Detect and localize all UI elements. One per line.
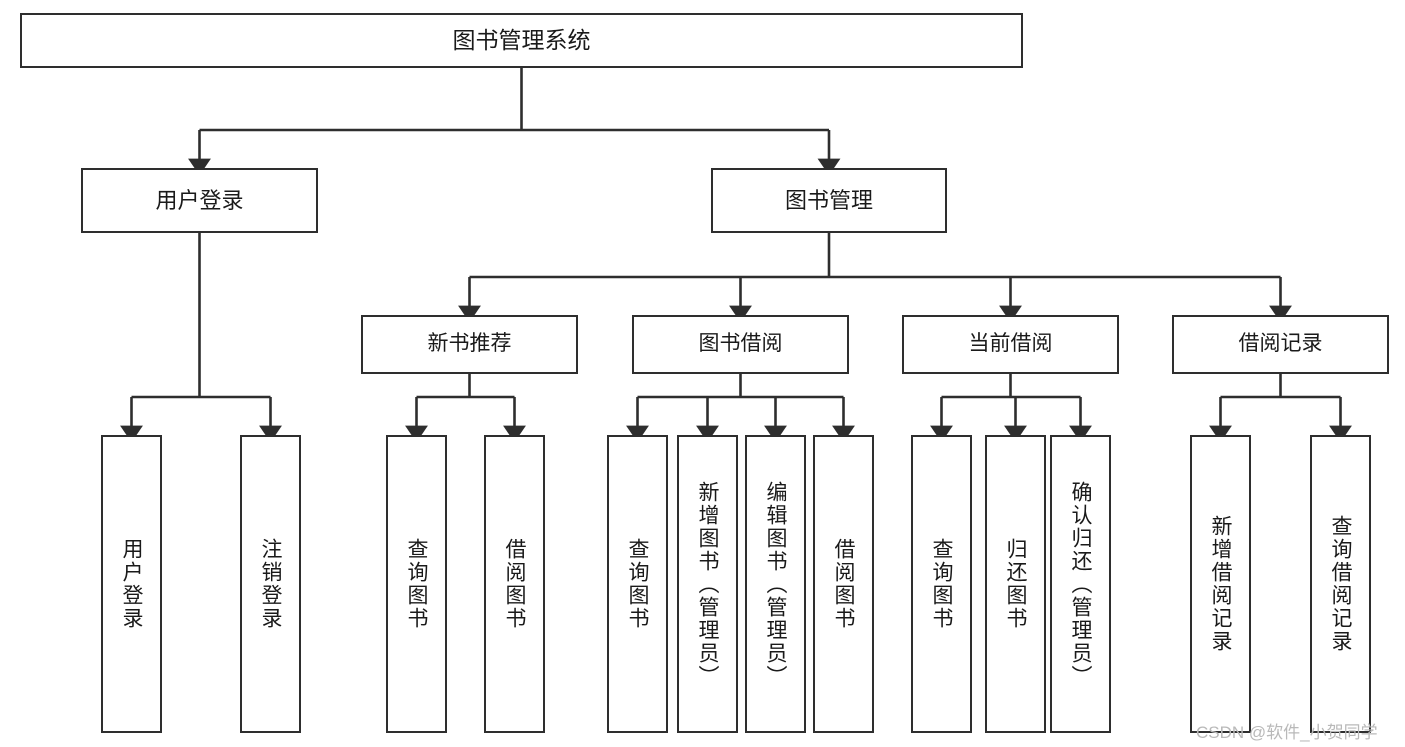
node-label: 借阅记录 xyxy=(1238,332,1323,356)
node-label: 新增图书（管理员） xyxy=(696,480,719,688)
node-label: 编辑图书（管理员） xyxy=(764,480,787,688)
node-label: 新书推荐 xyxy=(427,332,512,356)
node-label: 查询图书 xyxy=(405,538,428,630)
node-label: 借阅图书 xyxy=(832,538,855,630)
node-leaf-7[interactable]: 编辑图书（管理员） xyxy=(745,435,806,733)
node-label: 新增借阅记录 xyxy=(1209,515,1232,653)
node-label: 查询借阅记录 xyxy=(1329,515,1352,653)
node-label: 查询图书 xyxy=(626,538,649,630)
node-label: 归还图书 xyxy=(1004,538,1027,630)
node-leaf-10[interactable]: 归还图书 xyxy=(985,435,1046,733)
node-leaf-12[interactable]: 新增借阅记录 xyxy=(1190,435,1251,733)
node-label: 图书管理系统 xyxy=(452,26,591,53)
node-label: 借阅图书 xyxy=(503,538,526,630)
node-leaf-8[interactable]: 借阅图书 xyxy=(813,435,874,733)
node-leaf-4[interactable]: 借阅图书 xyxy=(484,435,545,733)
node-label: 用户登录 xyxy=(120,538,143,630)
node-leaf-5[interactable]: 查询图书 xyxy=(607,435,668,733)
node-leaf-9[interactable]: 查询图书 xyxy=(911,435,972,733)
node-leaf-2[interactable]: 注销登录 xyxy=(240,435,301,733)
node-leaf-6[interactable]: 新增图书（管理员） xyxy=(677,435,738,733)
node-root[interactable]: 图书管理系统 xyxy=(20,13,1023,68)
node-label: 确认归还（管理员） xyxy=(1069,480,1092,688)
node-record[interactable]: 借阅记录 xyxy=(1172,315,1389,374)
node-label: 用户登录 xyxy=(155,187,244,213)
node-leaf-1[interactable]: 用户登录 xyxy=(101,435,162,733)
node-label: 图书借阅 xyxy=(698,332,783,356)
node-login[interactable]: 用户登录 xyxy=(81,168,318,233)
node-newbook[interactable]: 新书推荐 xyxy=(361,315,578,374)
csdn-watermark: CSDN @软件_小贺同学 xyxy=(1196,723,1378,742)
node-label: 查询图书 xyxy=(930,538,953,630)
node-label: 图书管理 xyxy=(784,187,873,213)
node-label: 注销登录 xyxy=(259,538,282,630)
node-label: 当前借阅 xyxy=(968,332,1053,356)
node-leaf-13[interactable]: 查询借阅记录 xyxy=(1310,435,1371,733)
node-leaf-3[interactable]: 查询图书 xyxy=(386,435,447,733)
edge-group xyxy=(120,68,1352,443)
node-leaf-11[interactable]: 确认归还（管理员） xyxy=(1050,435,1111,733)
node-bookmgmt[interactable]: 图书管理 xyxy=(711,168,947,233)
node-current[interactable]: 当前借阅 xyxy=(902,315,1119,374)
node-borrow[interactable]: 图书借阅 xyxy=(632,315,849,374)
